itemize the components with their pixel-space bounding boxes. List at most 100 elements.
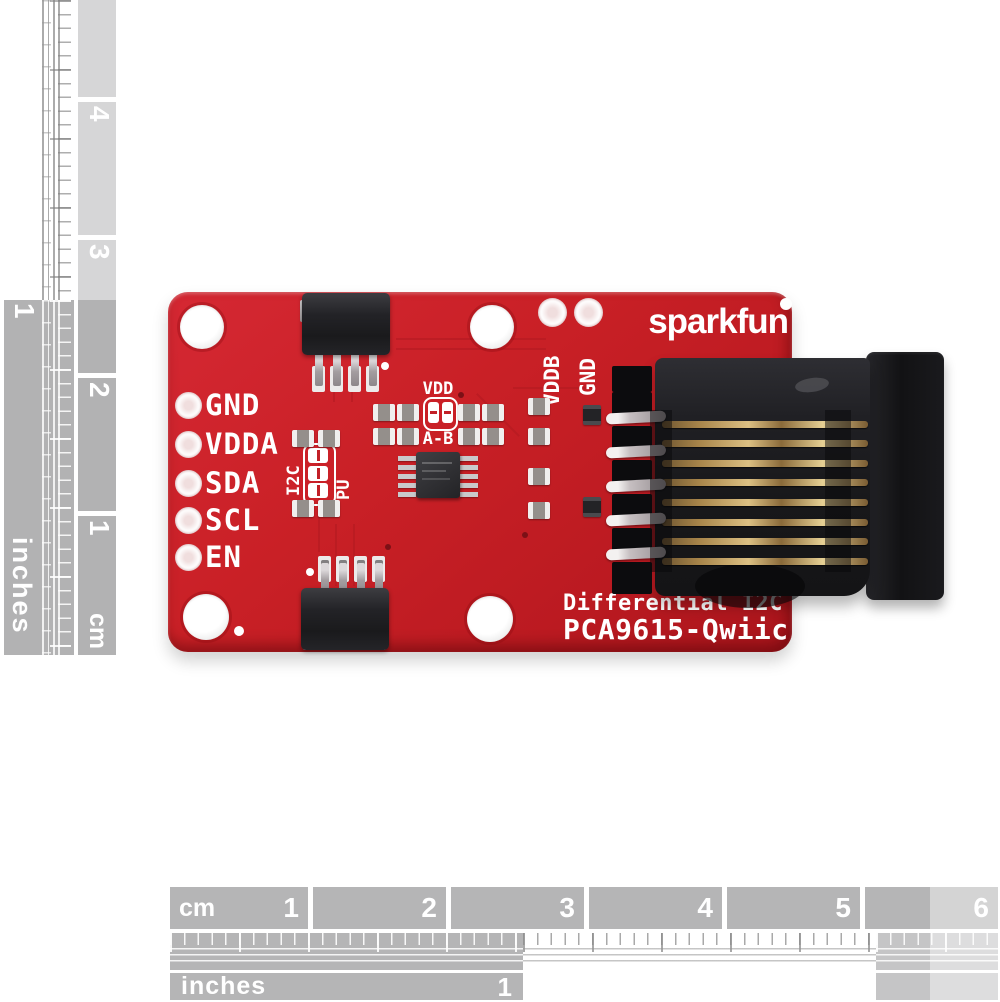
ruler-cm-segment: 4	[78, 102, 116, 235]
sparkfun-logo: sparkfun	[648, 302, 789, 341]
ruler-cm-segment: 3	[78, 240, 116, 373]
product-subtitle: PCA9615-Qwiic	[563, 613, 789, 646]
rj45-gold-pin	[662, 558, 868, 565]
smd-resistor	[528, 502, 550, 519]
ruler-cm-segment: 5	[727, 887, 860, 929]
ruler-ticks	[42, 0, 51, 300]
ruler-lines	[170, 948, 523, 965]
pcb-trace	[353, 524, 355, 586]
via	[385, 544, 391, 550]
smd-resistor	[397, 428, 419, 445]
connector-pin	[356, 560, 365, 594]
ic-pin	[398, 492, 416, 497]
smd-resistor	[318, 430, 340, 447]
smd-resistor	[292, 430, 314, 447]
smd-resistor	[373, 404, 395, 421]
ruler-ticks	[876, 933, 998, 952]
qwiic-connector-bottom	[301, 588, 389, 650]
pin-label-en: EN	[205, 540, 242, 574]
connector-pin	[320, 560, 329, 594]
ruler-cm-number: 1	[84, 520, 115, 536]
vertical-ruler: 1 inches 4 3 2 1 cm	[0, 0, 118, 657]
jumper-pad	[442, 402, 453, 423]
pin-label-gnd: GND	[205, 388, 261, 422]
ruler-cm-segment: 2	[78, 378, 116, 511]
connector-pin	[314, 350, 323, 386]
ruler-lines	[523, 948, 876, 965]
ruler-cm-number: 2	[84, 382, 115, 398]
ruler-cm-segment: 1 cm	[78, 516, 116, 655]
pin-hole	[538, 298, 567, 327]
rj45-comb-tooth	[612, 366, 652, 392]
rj45-comb-tooth	[612, 562, 652, 594]
smd-resistor	[318, 500, 340, 517]
pin-hole	[574, 298, 603, 327]
fiducial-dot	[780, 298, 792, 310]
ic-pin	[460, 474, 478, 479]
rj45-gold-pin	[662, 440, 868, 447]
ruler-cm-number: 1	[283, 892, 299, 923]
rj45-connector	[600, 352, 945, 608]
ic-pin	[398, 465, 416, 470]
ic-pin	[460, 456, 478, 461]
fiducial-dot	[306, 568, 314, 576]
mounting-hole	[467, 596, 513, 642]
ruler-inch-segment	[876, 973, 998, 1000]
pin-label-scl: SCL	[205, 503, 261, 537]
ic-pin	[460, 465, 478, 470]
fiducial-dot	[381, 362, 389, 370]
smd-resistor	[397, 404, 419, 421]
ruler-cm-unit-label: cm	[84, 612, 112, 649]
ruler-cm-segment: 2	[313, 887, 446, 929]
qwiic-connector-top	[302, 293, 390, 355]
pu-jumper-label: PU	[334, 479, 354, 500]
mounting-hole	[183, 594, 229, 640]
ruler-inch-unit-label: inches	[181, 972, 267, 1000]
rj45-rear-block	[866, 352, 944, 600]
pcb-trace	[335, 524, 337, 586]
pin-label-vdda: VDDA	[205, 427, 279, 461]
pin-hole	[175, 544, 202, 571]
jumper-pad	[308, 483, 328, 498]
rj45-gold-pin	[662, 460, 868, 467]
jumper-pad	[308, 465, 328, 481]
connector-pin	[338, 560, 347, 594]
ruler-ticks	[42, 300, 51, 655]
pcb-trace	[396, 338, 546, 340]
jumper-pad	[308, 448, 328, 463]
smd-resistor	[458, 404, 480, 421]
vdd-jumper	[423, 397, 458, 431]
smd-resistor	[528, 468, 550, 485]
ruler-cm-segment	[78, 0, 116, 97]
pin-label-gnd-top: GND	[576, 358, 600, 396]
ruler-cm-segment: cm 1	[170, 887, 308, 929]
ic-pin	[460, 483, 478, 488]
ic-pin	[398, 483, 416, 488]
smd-resistor	[528, 398, 550, 415]
ruler-cm-number: 4	[84, 106, 115, 122]
rj45-gold-pin	[662, 479, 868, 486]
smd-resistor	[528, 428, 550, 445]
ruler-cm-number: 3	[559, 892, 575, 923]
pin-label-vddb: VDDB	[540, 355, 564, 406]
pin-hole	[175, 392, 202, 419]
ic-pin	[398, 456, 416, 461]
ic-pin	[460, 492, 478, 497]
pin-hole	[175, 470, 202, 497]
ruler-cm-segment: 6	[865, 887, 998, 929]
smd-resistor	[482, 404, 504, 421]
ruler-light-overlay	[930, 884, 1000, 1000]
pin-hole	[175, 431, 202, 458]
ruler-cm-segment: 4	[589, 887, 722, 929]
rj45-gold-pin	[662, 538, 868, 545]
via	[458, 392, 464, 398]
ruler-lines	[876, 948, 998, 965]
vdd-jumper-label: VDD	[422, 379, 454, 399]
ruler-ticks	[523, 933, 876, 952]
i2c-jumper-label: I2C	[284, 465, 304, 496]
mounting-hole	[180, 305, 224, 349]
rj45-mold-mark	[794, 375, 830, 395]
smd-resistor	[373, 428, 395, 445]
fiducial-dot	[234, 626, 244, 636]
ic-pin	[398, 474, 416, 479]
